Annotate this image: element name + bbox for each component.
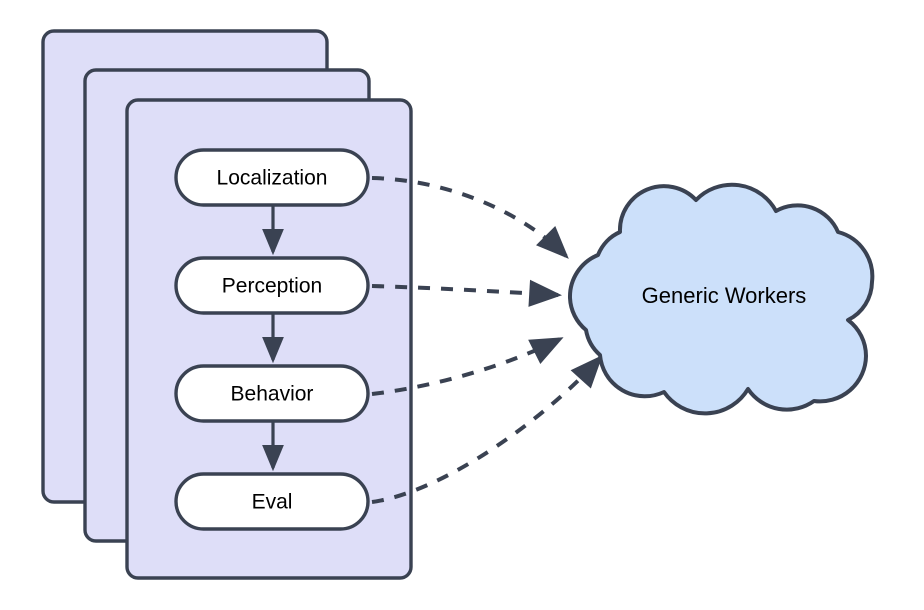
node-perception-label: Perception [222,275,322,298]
node-localization-shape[interactable] [174,148,370,207]
dispatch-edge-perception[interactable] [371,279,562,307]
node-localization-label: Localization [217,167,328,190]
node-eval[interactable]: Eval [174,472,370,531]
node-generic-workers[interactable]: Generic Workers [567,182,875,416]
dispatch-edge-eval[interactable] [371,355,603,504]
dispatch-edges [371,176,603,504]
node-behavior-shape[interactable] [174,364,370,423]
dispatch-edge-localization[interactable] [371,176,569,259]
node-perception[interactable]: Perception [174,256,370,315]
node-behavior-label: Behavior [231,383,314,406]
cloud-label: Generic Workers [642,283,807,308]
cloud-icon[interactable] [567,182,875,416]
dispatch-edge-behavior[interactable] [371,337,564,396]
node-behavior[interactable]: Behavior [174,364,370,423]
node-eval-shape[interactable] [174,472,370,531]
node-eval-label: Eval [252,491,293,514]
node-localization[interactable]: Localization [174,148,370,207]
pipeline-stages: Localization Perception Behavior Eval [174,148,370,531]
node-perception-shape[interactable] [174,256,370,315]
